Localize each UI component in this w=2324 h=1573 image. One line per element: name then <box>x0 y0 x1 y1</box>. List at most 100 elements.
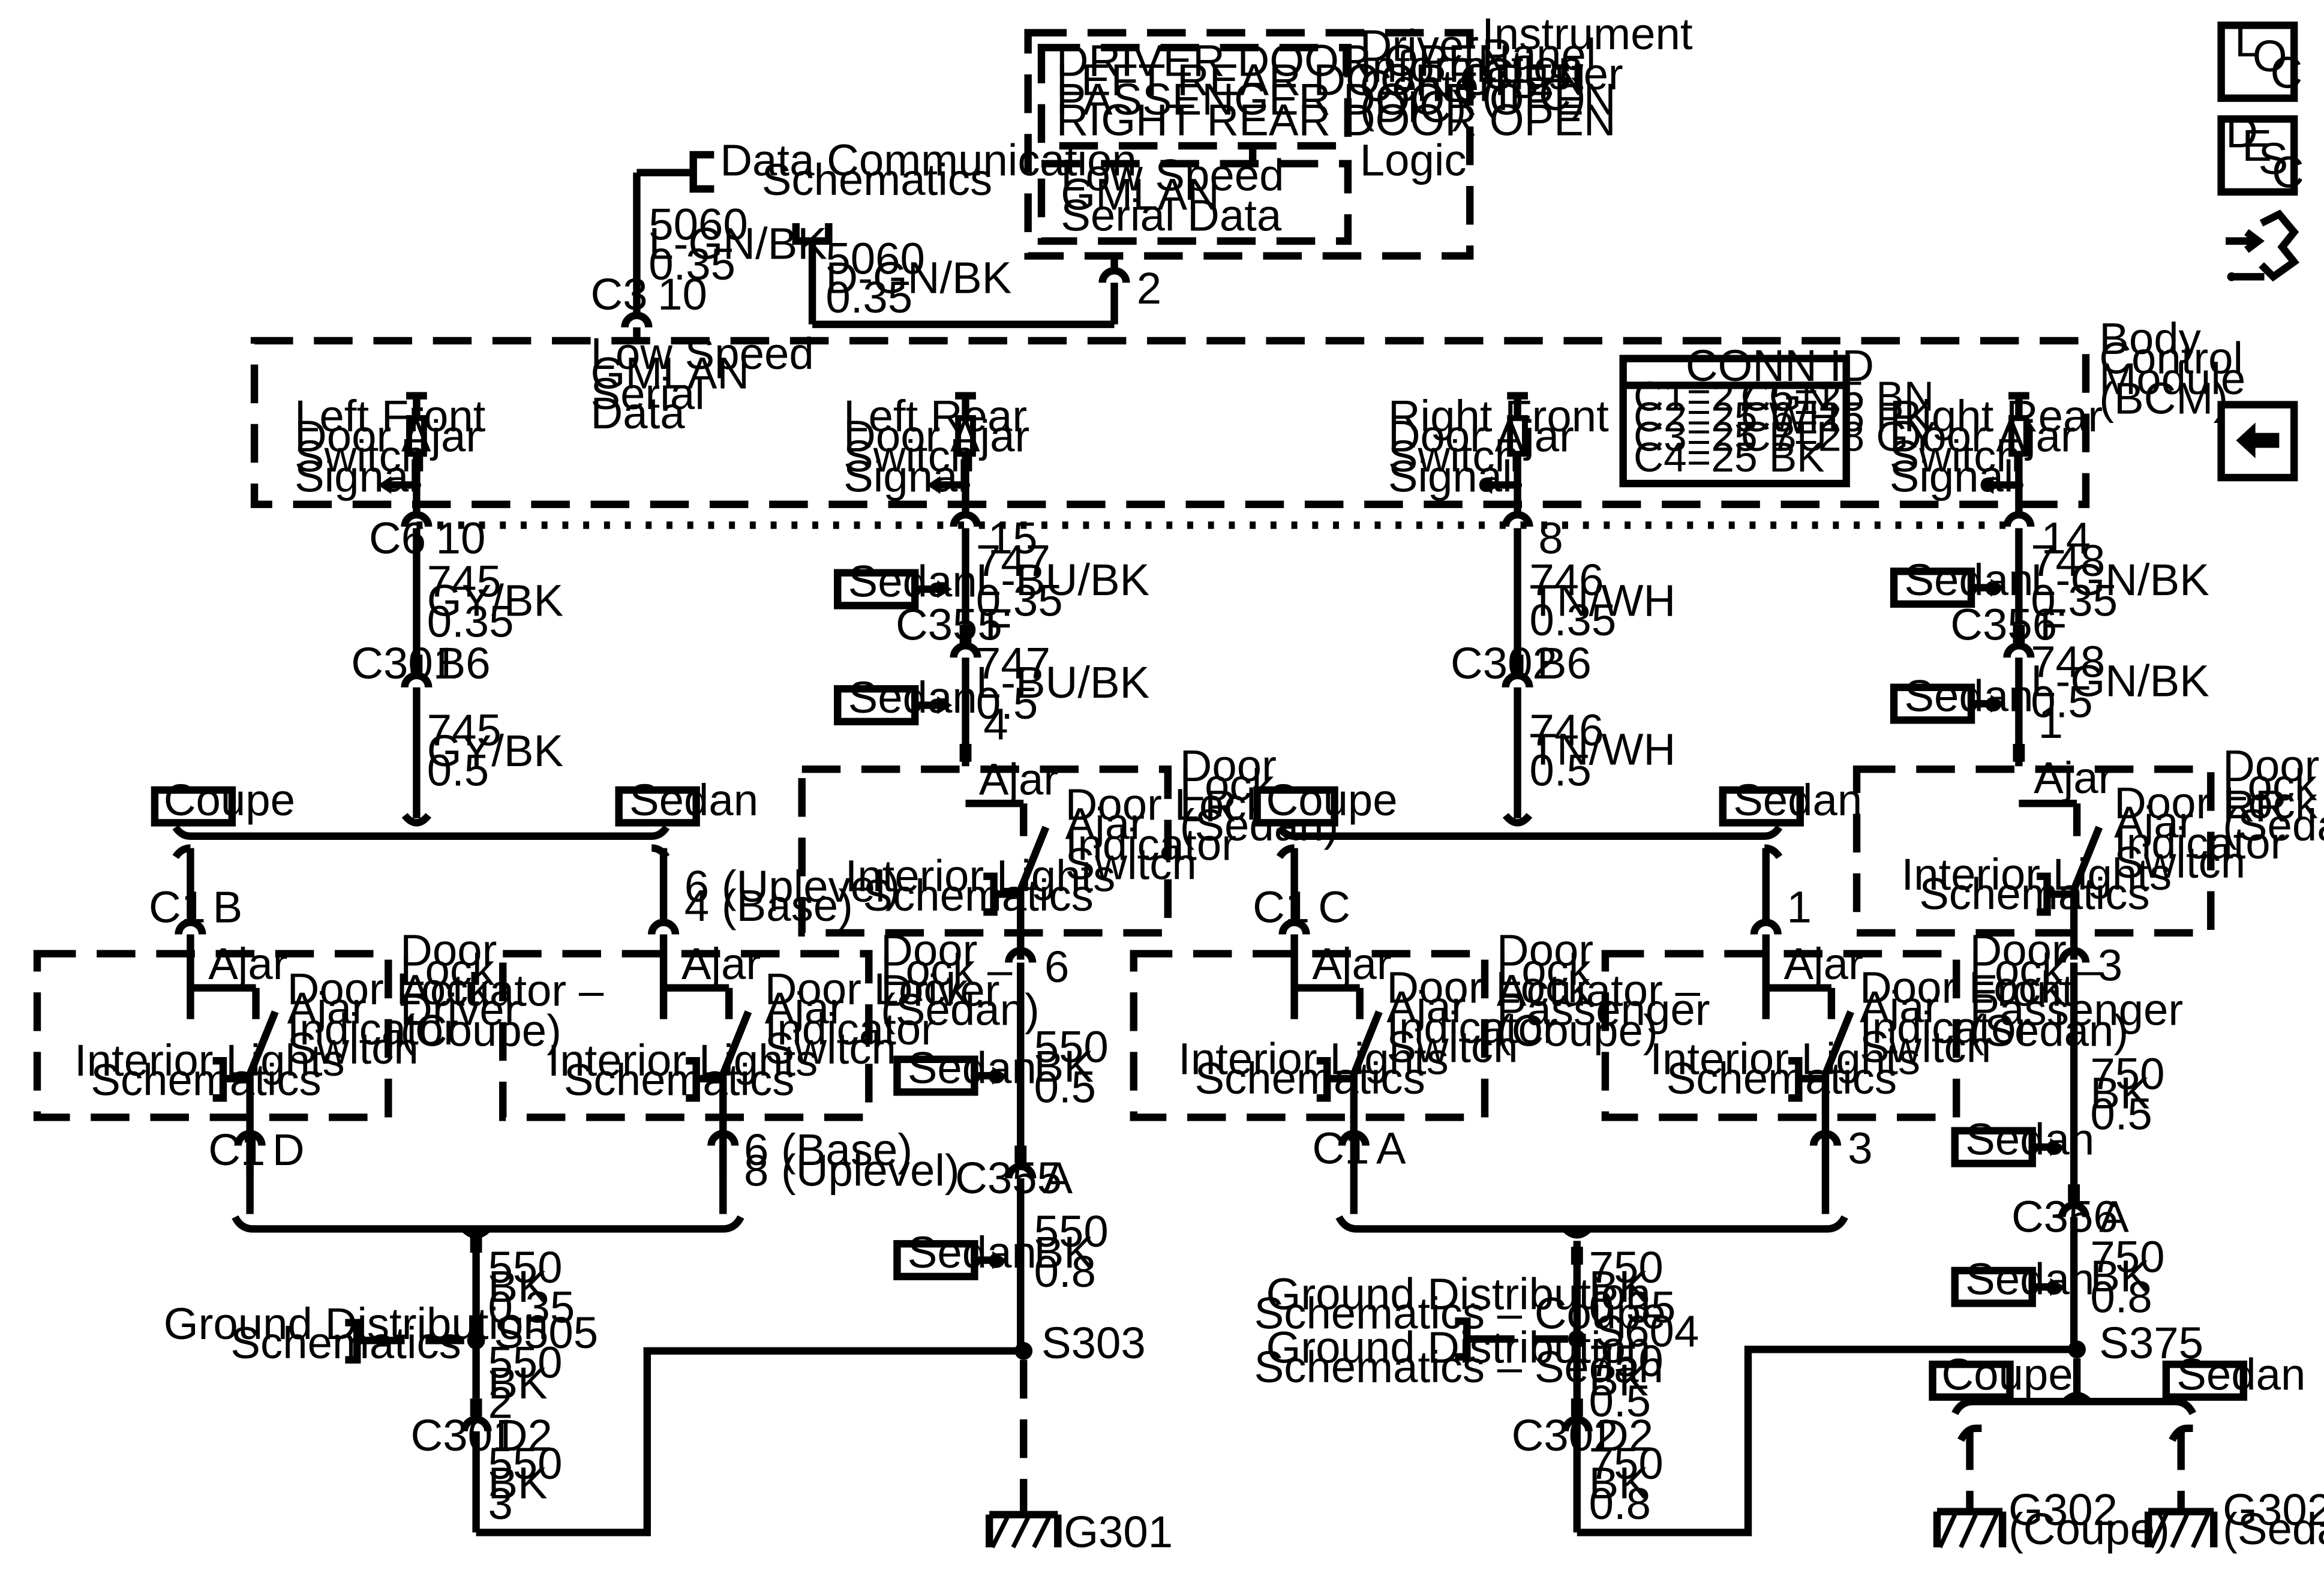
pass-sedan-5: (Sedan) <box>1970 1005 2129 1055</box>
rfs-sw-2: Ajar <box>1860 982 1939 1032</box>
lr-sw-1: Door Lock <box>1065 779 1269 829</box>
sedan-option-tag: Sedan <box>834 673 977 726</box>
bcm-label-2: Control <box>2099 333 2243 383</box>
pass-coupe-5: (Coupe) <box>1497 1005 1658 1055</box>
ipc-label-3: Cluster <box>1482 49 1623 99</box>
sedan-option-tag: Sedan <box>1951 1114 2094 1167</box>
logic-label: Logic <box>1360 136 1467 185</box>
c3-wire-2: L-GN/BK <box>648 219 827 269</box>
sedan-option-tag: Sedan <box>1890 555 2034 608</box>
rf-w1-2: TN/WH <box>1529 576 1676 626</box>
sedan-tag-label: Sedan <box>1904 555 2033 605</box>
sedan-option-tag: Sedan <box>893 1043 1037 1096</box>
lf-w1-3: 0.35 <box>427 596 514 646</box>
rr-c356-pin: F <box>2040 599 2067 649</box>
lfs-sw-3: Indicator <box>765 1004 936 1054</box>
rf-sw-2: Ajar <box>1386 982 1466 1032</box>
pass-coupe-1: Door <box>1497 926 1593 975</box>
bcm-label-4: (BCM) <box>2099 373 2228 423</box>
sedan-tag-label: Sedan <box>1904 671 2033 721</box>
lf-c1-pin-d: D <box>272 1125 305 1175</box>
rf-coupe-tag <box>1253 786 1338 827</box>
s303: S303 <box>1041 1318 1146 1368</box>
rr-sw-1: Door Lock <box>2114 778 2318 828</box>
rr-gnd1-1: 750 <box>2090 1049 2164 1098</box>
svg-text:C: C <box>2272 147 2304 197</box>
dic-msg-1: DRIVER DOOR OPEN <box>1056 35 1510 85</box>
svg-text:E: E <box>2242 121 2272 170</box>
lr-pin: 15 <box>988 514 1038 563</box>
lr-c355b-pin: A <box>1043 1153 1073 1203</box>
rr-gnd2-1: 750 <box>2090 1232 2164 1281</box>
ground-dist-1: Ground Distribution <box>164 1299 548 1349</box>
bcm-signal-label: Left Rear <box>843 391 1027 441</box>
rf-gnd2-2: BK <box>1589 1355 1649 1405</box>
lr-pin4: 4 <box>983 700 1008 749</box>
dic-msg-4: RIGHT REAR DOOR OPEN <box>1056 95 1616 145</box>
lf-c6: C6 <box>369 514 426 563</box>
s604-splice <box>1568 1330 1586 1348</box>
rf-sedan-tag <box>1719 786 1804 827</box>
s375: S375 <box>2099 1318 2203 1368</box>
back-arrow-icon[interactable] <box>2217 401 2298 482</box>
lfs-interior-1: Interior Lights <box>548 1035 818 1085</box>
lf-gnd3-2: BK <box>488 1458 547 1508</box>
lr-pin6: 6 <box>1044 942 1069 992</box>
bcm-signal-label: Switch <box>1388 431 1520 481</box>
desc-icon[interactable]: D E S C <box>2217 107 2304 197</box>
gmlan-1: Low Speed <box>591 329 814 379</box>
lf-w1-1: 745 <box>427 556 502 606</box>
sedan-tag-label: Sedan <box>1965 1254 2094 1304</box>
rf-sedan-pin-top: 1 <box>1786 882 1811 932</box>
lf-c1-b: C1 <box>208 1125 265 1175</box>
ipc-wire-2: D-GN/BK <box>825 253 1011 303</box>
rr-comp-1: Door <box>2223 741 2319 791</box>
rr-c356b: C356 <box>2011 1191 2118 1241</box>
connector-icon[interactable] <box>2226 209 2300 282</box>
conn-id-c4: C4=25 BK <box>1634 434 1824 481</box>
rf-pin: 8 <box>1538 514 1563 563</box>
dic-label-4: (DIC) <box>1360 82 1467 131</box>
dic-label-3: Center <box>1360 61 1494 111</box>
s604: S604 <box>1595 1306 1700 1356</box>
bcm-signal-label: Right Front <box>1388 391 1609 441</box>
bcm-signal-label: Left Front <box>295 391 486 441</box>
lr-box <box>798 765 1172 937</box>
lr-w1-1: 747 <box>976 536 1050 586</box>
pass-coupe-box <box>1130 950 1489 1121</box>
lr-w2-1: 747 <box>976 638 1050 688</box>
conn-id-c6: C6=25 PK <box>1741 394 1932 440</box>
gmlan-4: Data <box>591 388 686 438</box>
rf-c1-pin-c: C <box>1318 882 1350 932</box>
lf-gnd2-2: BK <box>488 1358 547 1408</box>
loc-icon[interactable]: L O C <box>2217 16 2303 102</box>
bcm-signal-label: Signal <box>1890 452 2014 502</box>
rr-pin1: 1 <box>2038 698 2063 748</box>
lf-gnd3-1: 550 <box>488 1439 562 1488</box>
sedan-tag-label: Sedan <box>908 1227 1037 1277</box>
lf-sedan-pinb-1: 6 (Base) <box>744 1125 912 1175</box>
lf-gnd2-1: 550 <box>488 1337 562 1387</box>
lf-sw-1: Door Lock <box>287 964 491 1014</box>
rr-comp-4: (Sedan) <box>2223 800 2324 850</box>
drv-coupe-1: Door <box>400 926 497 975</box>
lr-ajar: Ajar <box>979 754 1058 804</box>
rr-box <box>1852 765 2215 937</box>
lr-gnd1-2: BK <box>1034 1041 1094 1091</box>
rf-w1-3: 0.35 <box>1529 595 1616 645</box>
c3-pin: 10 <box>657 269 707 319</box>
lf-ajar-2: Ajar <box>681 939 761 989</box>
lf-coupe-tag <box>151 786 236 827</box>
rf-ajar-1: Ajar <box>1312 939 1391 989</box>
lf-c301b: C301 <box>410 1410 517 1460</box>
dic-label-1: Driver <box>1360 21 1479 71</box>
ground-sedan-2: Schematics – Sedan <box>1254 1342 1664 1392</box>
ground-dist-2: Schematics <box>230 1318 461 1368</box>
pass-coupe-3: Actuator – <box>1497 965 1701 1015</box>
bcm-signal-label: Door Ajar <box>843 412 1029 461</box>
g302-sedan-1: G302 <box>2223 1485 2324 1535</box>
lfs-sw-4: Switch <box>765 1023 896 1073</box>
